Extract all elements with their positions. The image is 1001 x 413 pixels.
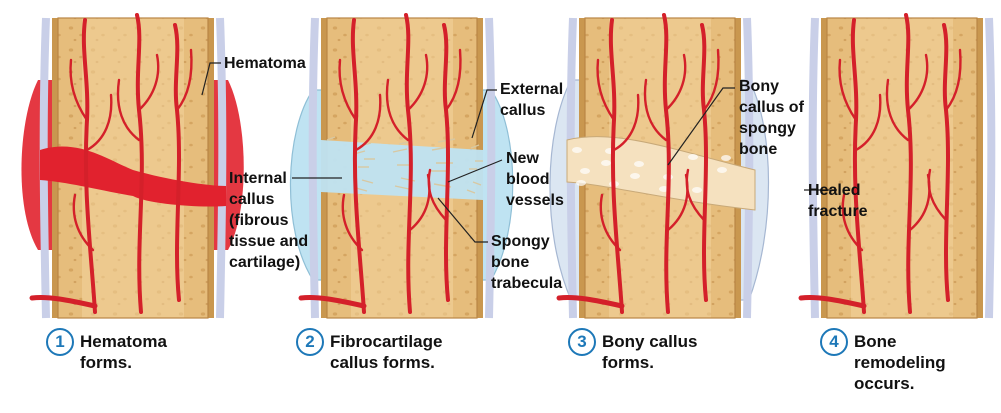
stage-2-caption: 2 Fibrocartilage callus forms.: [296, 328, 442, 373]
step-2-text: Fibrocartilage callus forms.: [330, 332, 443, 372]
label-healed-fracture: Healed fracture: [808, 182, 868, 220]
stage-1-caption: 1 Hematoma forms.: [46, 328, 167, 373]
step-1-badge: 1: [46, 328, 74, 356]
step-1-text: Hematoma forms.: [80, 332, 167, 372]
label-internal-callus: Internal callus (fibrous tissue and cart…: [229, 170, 309, 271]
bone-stage-4: [798, 13, 996, 319]
new-vessels-leader: [447, 159, 503, 183]
label-spongy-bone-trabecula: Spongy bone trabecula: [491, 233, 563, 292]
step-4-text: Bone remodeling occurs.: [854, 332, 946, 393]
external-callus-leader: [471, 89, 497, 139]
step-3-badge: 3: [568, 328, 596, 356]
label-external-callus: External callus: [500, 81, 564, 119]
step-4-badge: 4: [820, 328, 848, 356]
bone-stage-3: [549, 13, 770, 319]
hematoma-leader: [201, 62, 221, 96]
stage-4-caption: 4 Bone remodeling occurs.: [820, 328, 946, 394]
label-bony-callus: Bony callus of spongy bone: [739, 78, 804, 158]
bone-stage-1: [21, 13, 244, 319]
bone-stage-2: [289, 13, 514, 319]
step-3-text: Bony callus forms.: [602, 332, 698, 372]
step-2-badge: 2: [296, 328, 324, 356]
label-new-blood-vessels: New blood vessels: [506, 150, 564, 209]
spongy-trabecula-leader: [437, 197, 488, 243]
stage-3-caption: 3 Bony callus forms.: [568, 328, 697, 373]
bony-callus-leader: [667, 87, 735, 166]
label-hematoma: Hematoma: [224, 55, 306, 72]
